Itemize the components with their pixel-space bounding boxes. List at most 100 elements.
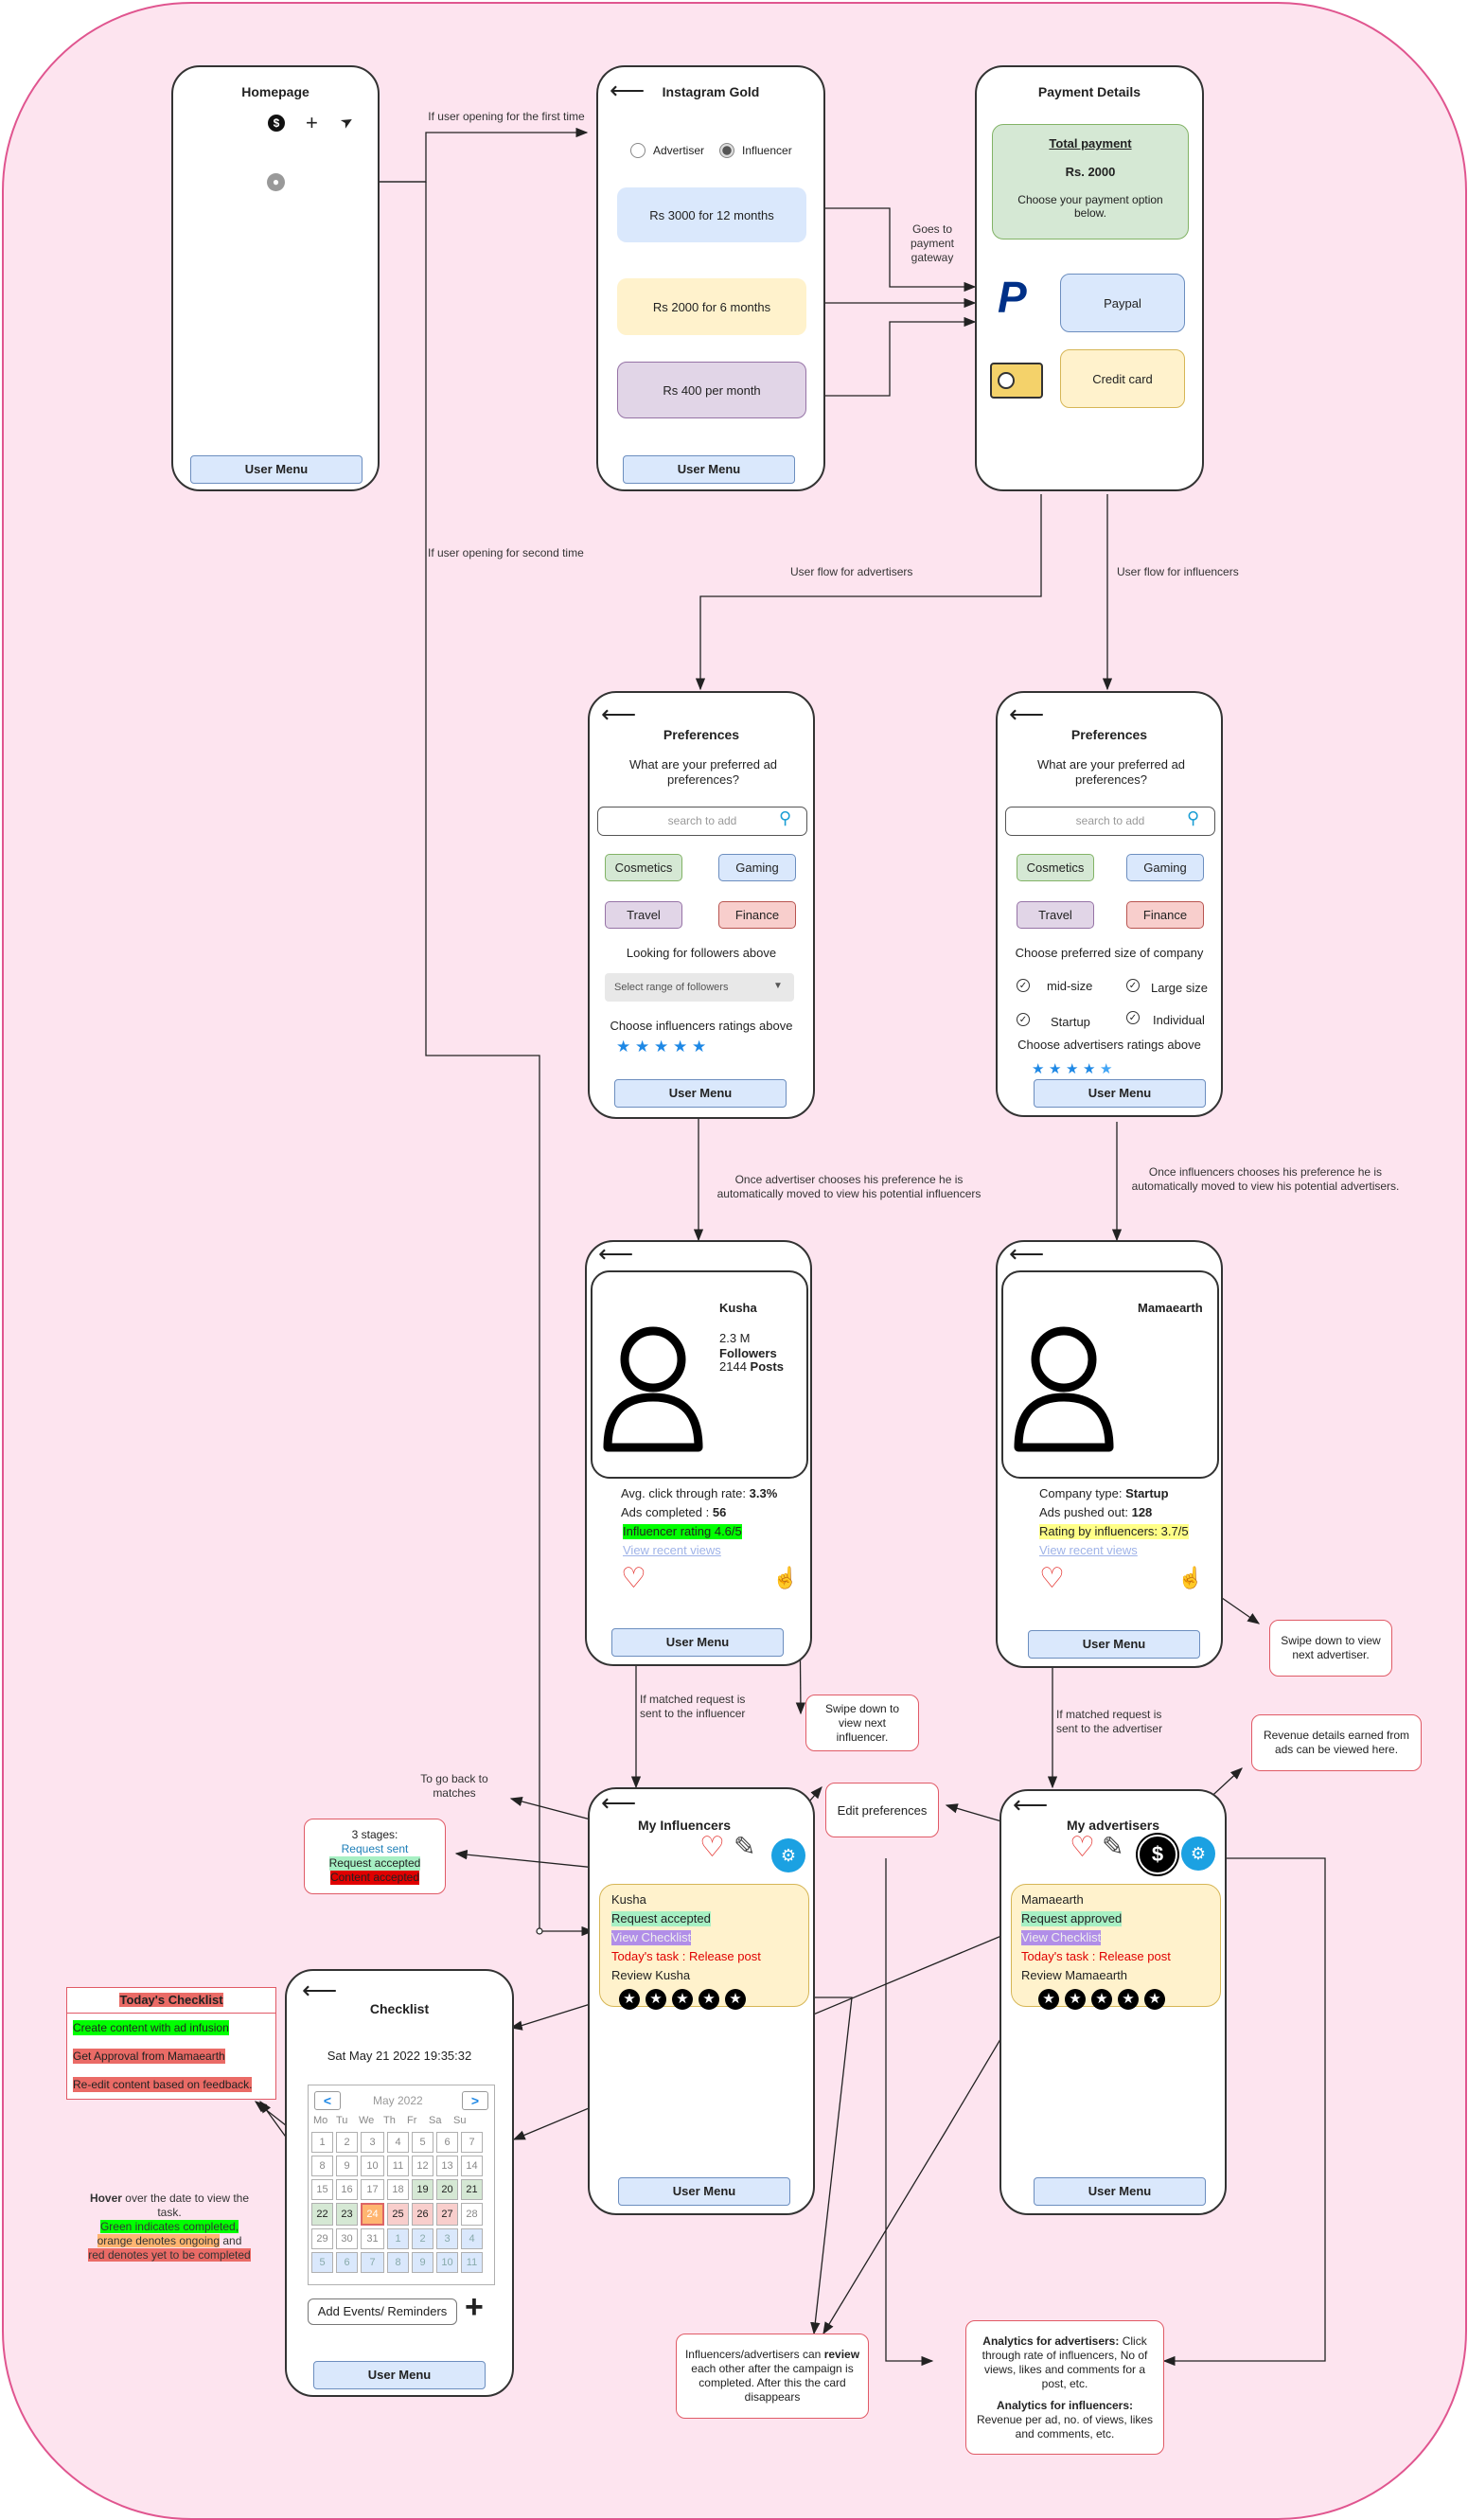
back-arrow-icon[interactable]: ⟵ xyxy=(598,1239,634,1268)
check-icon[interactable]: ✓ xyxy=(1126,979,1140,992)
calendar-day[interactable]: 9 xyxy=(336,2156,358,2176)
check-icon[interactable]: ✓ xyxy=(1017,1013,1030,1026)
analytics-icon[interactable]: ⚙ xyxy=(771,1838,805,1872)
calendar-day[interactable]: 17 xyxy=(361,2179,384,2200)
back-arrow-icon[interactable]: ⟵ xyxy=(1009,1239,1045,1268)
calendar-day[interactable]: 29 xyxy=(311,2228,333,2249)
calendar-day[interactable]: 15 xyxy=(311,2179,333,2200)
star-icon[interactable]: ★ xyxy=(1083,1061,1096,1077)
plus-icon[interactable]: + xyxy=(465,2289,484,2325)
view-checklist-link[interactable]: View Checklist xyxy=(1021,1930,1102,1945)
tag-travel[interactable]: Travel xyxy=(1017,901,1094,929)
heart-icon[interactable]: ♡ xyxy=(621,1563,646,1594)
star-icon[interactable]: ★ xyxy=(692,1038,707,1056)
calendar-day[interactable]: 28 xyxy=(461,2203,483,2226)
user-menu-button[interactable]: User Menu xyxy=(1034,1079,1206,1108)
check-icon[interactable]: ✓ xyxy=(1017,979,1030,992)
calendar-day[interactable]: 4 xyxy=(461,2228,483,2249)
calendar-day[interactable]: 12 xyxy=(412,2156,433,2176)
review-star-icon[interactable]: ★ xyxy=(1065,1989,1086,2010)
star-icon[interactable]: ★ xyxy=(1100,1061,1113,1077)
back-arrow-icon[interactable]: ⟵ xyxy=(601,700,637,728)
followers-select[interactable]: Select range of followers ▼ xyxy=(605,973,794,1002)
tag-gaming[interactable]: Gaming xyxy=(718,854,796,881)
swipe-hand-icon[interactable]: ☝ xyxy=(1177,1566,1204,1589)
calendar-day[interactable]: 31 xyxy=(361,2228,384,2249)
tag-cosmetics[interactable]: Cosmetics xyxy=(605,854,682,881)
plan-monthly[interactable]: Rs 400 per month xyxy=(617,362,806,418)
radio-influencer[interactable] xyxy=(719,143,734,158)
recent-views-link[interactable]: View recent views xyxy=(1039,1543,1138,1557)
tag-cosmetics[interactable]: Cosmetics xyxy=(1017,854,1094,881)
tag-gaming[interactable]: Gaming xyxy=(1126,854,1204,881)
edit-pencil-icon[interactable]: ✎ xyxy=(734,1832,756,1861)
back-arrow-icon[interactable]: ⟵ xyxy=(601,1788,637,1817)
star-icon[interactable]: ★ xyxy=(673,1038,688,1056)
calendar-day[interactable]: 14 xyxy=(461,2156,483,2176)
back-arrow-icon[interactable]: ⟵ xyxy=(302,1976,338,2004)
calendar-day[interactable]: 6 xyxy=(436,2132,458,2153)
review-star-icon[interactable]: ★ xyxy=(699,1989,719,2010)
back-arrow-icon[interactable]: ⟵ xyxy=(610,76,646,104)
star-icon[interactable]: ★ xyxy=(1066,1061,1079,1077)
calendar-day[interactable]: 2 xyxy=(336,2132,358,2153)
star-icon[interactable]: ★ xyxy=(1049,1061,1062,1077)
tag-finance[interactable]: Finance xyxy=(1126,901,1204,929)
user-menu-button[interactable]: User Menu xyxy=(313,2361,486,2389)
search-icon[interactable]: ⚲ xyxy=(1187,808,1200,827)
calendar-day[interactable]: 1 xyxy=(387,2228,409,2249)
profile-icon[interactable]: ● xyxy=(267,173,285,191)
search-input[interactable]: search to add xyxy=(1005,807,1215,836)
calendar-day[interactable]: 27 xyxy=(436,2203,458,2226)
search-input[interactable]: search to add xyxy=(597,807,807,836)
calendar-day[interactable]: 5 xyxy=(412,2132,433,2153)
user-menu-button[interactable]: User Menu xyxy=(1028,1630,1200,1659)
calendar-day[interactable]: 11 xyxy=(461,2252,483,2273)
user-menu-button[interactable]: User Menu xyxy=(623,455,795,484)
calendar-day[interactable]: 24 xyxy=(361,2203,384,2226)
review-star-icon[interactable]: ★ xyxy=(646,1989,666,2010)
dollar-icon[interactable]: $ xyxy=(268,115,285,132)
calendar-day[interactable]: 7 xyxy=(361,2252,384,2273)
star-icon[interactable]: ★ xyxy=(654,1038,669,1056)
heart-icon[interactable]: ♡ xyxy=(1070,1832,1095,1863)
calendar-day[interactable]: 4 xyxy=(387,2132,409,2153)
calendar-day[interactable]: 25 xyxy=(387,2203,409,2226)
search-icon[interactable]: ⚲ xyxy=(779,808,792,827)
calendar-day[interactable]: 30 xyxy=(336,2228,358,2249)
star-icon[interactable]: ★ xyxy=(616,1038,631,1056)
paypal-button[interactable]: Paypal xyxy=(1060,274,1185,332)
plan-12-months[interactable]: Rs 3000 for 12 months xyxy=(617,187,806,242)
calendar-day[interactable]: 9 xyxy=(412,2252,433,2273)
calendar-prev-button[interactable]: < xyxy=(314,2091,341,2110)
calendar-day[interactable]: 16 xyxy=(336,2179,358,2200)
review-star-icon[interactable]: ★ xyxy=(619,1989,640,2010)
heart-icon[interactable]: ♡ xyxy=(699,1832,725,1863)
calendar-day[interactable]: 8 xyxy=(311,2156,333,2176)
calendar-day[interactable]: 1 xyxy=(311,2132,333,2153)
user-menu-button[interactable]: User Menu xyxy=(611,1628,784,1657)
recent-views-link[interactable]: View recent views xyxy=(623,1543,721,1557)
analytics-icon[interactable]: ⚙ xyxy=(1181,1837,1215,1871)
calendar-day[interactable]: 10 xyxy=(436,2252,458,2273)
star-icon[interactable]: ★ xyxy=(635,1038,650,1056)
review-star-icon[interactable]: ★ xyxy=(1038,1989,1059,2010)
send-icon[interactable]: ➤ xyxy=(337,112,358,133)
review-star-icon[interactable]: ★ xyxy=(1144,1989,1165,2010)
calendar-day[interactable]: 23 xyxy=(336,2203,358,2226)
dollar-icon[interactable]: $ xyxy=(1138,1835,1177,1874)
plan-6-months[interactable]: Rs 2000 for 6 months xyxy=(617,278,806,335)
add-events-button[interactable]: Add Events/ Reminders xyxy=(308,2298,457,2325)
review-star-icon[interactable]: ★ xyxy=(1118,1989,1139,2010)
star-icon[interactable]: ★ xyxy=(1032,1061,1045,1077)
calendar-day[interactable]: 11 xyxy=(387,2156,409,2176)
credit-card-button[interactable]: Credit card xyxy=(1060,349,1185,408)
review-star-icon[interactable]: ★ xyxy=(672,1989,693,2010)
view-checklist-link[interactable]: View Checklist xyxy=(611,1930,692,1945)
calendar-next-button[interactable]: > xyxy=(462,2091,488,2110)
tag-travel[interactable]: Travel xyxy=(605,901,682,929)
calendar-day[interactable]: 18 xyxy=(387,2179,409,2200)
back-arrow-icon[interactable]: ⟵ xyxy=(1013,1790,1049,1819)
calendar-day[interactable]: 8 xyxy=(387,2252,409,2273)
calendar-day[interactable]: 6 xyxy=(336,2252,358,2273)
